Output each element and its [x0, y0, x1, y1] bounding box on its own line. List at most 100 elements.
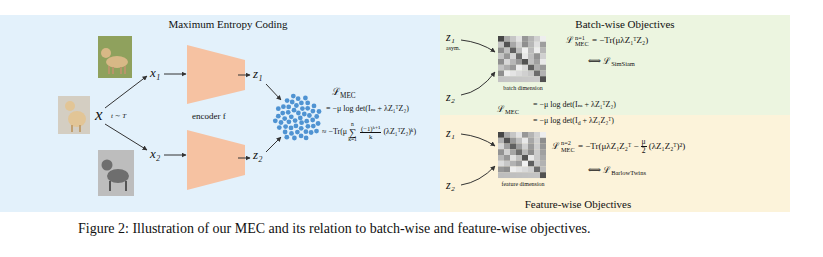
matrix-cell [534, 53, 540, 59]
matrix-cell [540, 76, 546, 82]
augment-arrow [105, 124, 147, 150]
matrix-cell [504, 36, 510, 42]
matrix-cell [540, 71, 546, 77]
matrix-cell [504, 167, 510, 173]
embedding-dot [296, 111, 301, 116]
matrix-cell [516, 42, 522, 48]
embedding-dot [304, 119, 309, 124]
output-arrow [238, 75, 250, 76]
encoder-trapezoid [187, 45, 245, 104]
correlation-matrix [498, 36, 546, 82]
embedding-dot [314, 114, 319, 119]
matrix-cell [510, 71, 516, 77]
embedding-dot [303, 96, 308, 101]
matrix-cell [498, 149, 504, 155]
dog-photo [98, 36, 132, 78]
matrix-cell [522, 167, 528, 173]
figure-caption: Figure 2: Illustration of our MEC and it… [78, 221, 590, 238]
photo-ground [98, 150, 134, 196]
matrix-cell [516, 138, 522, 144]
augment-arrow [105, 76, 147, 108]
embedding-dot [285, 98, 290, 103]
embedding-dot [287, 119, 292, 124]
matrix-cell [516, 59, 522, 65]
embedding-dot [300, 106, 305, 111]
matrix-cell [510, 138, 516, 144]
matrix-cell [522, 132, 528, 138]
matrix-cell [498, 167, 504, 173]
matrix-cell [534, 167, 540, 173]
matrix-cell [540, 42, 546, 48]
panel-heading: Batch-wise Objectives [575, 18, 674, 31]
embedding-dot [306, 124, 311, 129]
embedding-dot [317, 109, 322, 114]
matrix-cell [498, 138, 504, 144]
dog-body [68, 111, 86, 127]
matrix-cell [534, 71, 540, 77]
matrix-arrow [461, 72, 495, 95]
matrix-cell [540, 172, 546, 178]
embedding-dot [289, 131, 294, 136]
dog-legs [110, 181, 126, 191]
embedding-dot [299, 120, 304, 125]
matrix-cell [516, 132, 522, 138]
matrix-cell [516, 48, 522, 54]
embedding-dot [316, 121, 321, 126]
matrix-cell [534, 42, 540, 48]
encoder-trapezoid [187, 130, 245, 190]
matrix-cell [528, 149, 534, 155]
matrix-cell [540, 65, 546, 71]
embedding-dot [273, 118, 278, 123]
matrix-cell [510, 132, 516, 138]
matrix-cell [510, 53, 516, 59]
matrix-cell [528, 71, 534, 77]
embedding-dot [295, 130, 300, 135]
embedding-dot [292, 136, 297, 141]
matrix-cell [510, 172, 516, 178]
input-arrow [164, 74, 186, 75]
matrix-cell [498, 42, 504, 48]
matrix-cell [516, 161, 522, 167]
matrix-cell [528, 48, 534, 54]
embedding-dot [309, 130, 314, 135]
embedding-dot [299, 101, 304, 106]
matrix-cell [516, 144, 522, 150]
matrix-cell [528, 36, 534, 42]
matrix-cell [540, 149, 546, 155]
embedding-dot [292, 108, 297, 113]
matrix-cell [504, 71, 510, 77]
matrix-cell [522, 138, 528, 144]
matrix-cell [516, 53, 522, 59]
matrix-cell [510, 161, 516, 167]
matrix-cell [528, 167, 534, 173]
matrix-cell [510, 48, 516, 54]
embedding-dot [281, 104, 286, 109]
embedding-dot [277, 125, 282, 130]
matrix-cell [534, 48, 540, 54]
matrix-cell [522, 155, 528, 161]
dog-legs [109, 66, 125, 74]
embedding-dot [291, 94, 296, 99]
matrix-cell [522, 144, 528, 150]
embedding-dot [304, 129, 309, 134]
matrix-cell [498, 36, 504, 42]
matrix-cell [540, 138, 546, 144]
dog-head [65, 101, 75, 111]
embedding-dot [296, 96, 301, 101]
matrix-cell [522, 172, 528, 178]
matrix-cell [522, 161, 528, 167]
matrix-cell [516, 149, 522, 155]
matrix-cell [516, 65, 522, 71]
matrix-cell [504, 155, 510, 161]
matrix-cell [528, 59, 534, 65]
matrix-cell [534, 59, 540, 65]
matrix-cell [510, 36, 516, 42]
feature-illustration [440, 115, 790, 212]
embedding-dot [290, 100, 295, 105]
matrix-cell [522, 53, 528, 59]
embedding-dot [307, 113, 312, 118]
matrix-cell [522, 71, 528, 77]
matrix-cell [528, 76, 534, 82]
photo-ground [98, 36, 132, 78]
